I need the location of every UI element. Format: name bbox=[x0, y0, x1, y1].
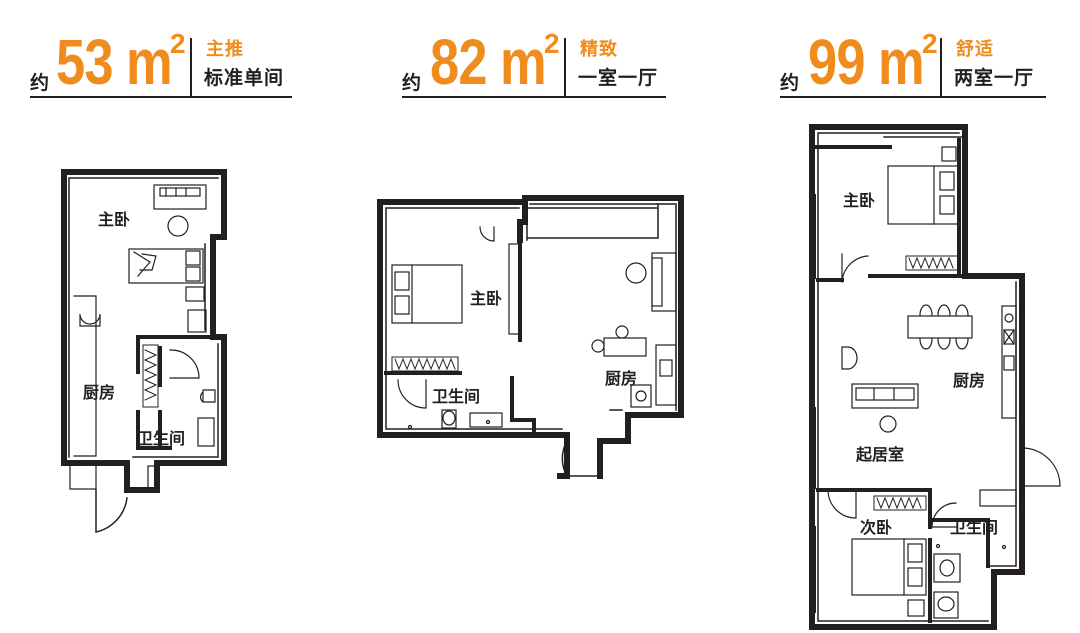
area-unit: m bbox=[126, 26, 173, 98]
unit-description: 一室一厅 bbox=[578, 67, 659, 89]
unit-tag: 精致 bbox=[580, 39, 618, 60]
coffee-table bbox=[879, 415, 897, 433]
area-number: 82 bbox=[430, 26, 488, 98]
hanging-rack bbox=[905, 255, 959, 271]
header-underline bbox=[30, 96, 292, 98]
hanging-rack-2 bbox=[873, 495, 927, 511]
inner-wall-line bbox=[817, 132, 1017, 622]
unit-tag: 舒适 bbox=[956, 39, 994, 60]
room-label-bedroom: 主卧 bbox=[470, 289, 502, 308]
shoe-cabinet bbox=[979, 489, 1017, 507]
washer bbox=[69, 462, 97, 490]
toilet bbox=[200, 389, 216, 403]
bath-fixtures bbox=[407, 409, 503, 430]
header-underline bbox=[402, 96, 666, 98]
sofa bbox=[153, 184, 207, 210]
sofa bbox=[851, 383, 919, 409]
floorplan-99 bbox=[809, 124, 1061, 630]
bath-door bbox=[397, 379, 427, 409]
entry-door bbox=[561, 439, 601, 478]
bedroom-door bbox=[479, 226, 495, 242]
unit-header-99: 约 99 m 2 舒适 两室一厅 bbox=[780, 18, 1050, 103]
window bbox=[526, 203, 659, 241]
area-number: 99 bbox=[808, 26, 866, 98]
inner-wall-line bbox=[68, 177, 219, 458]
bedroom2-door bbox=[827, 489, 857, 519]
area-unit: m bbox=[878, 26, 925, 98]
room-label-kitchen: 厨房 bbox=[605, 369, 637, 388]
nightstand-2 bbox=[907, 599, 925, 617]
hanging-rack bbox=[142, 344, 159, 408]
unit-description: 两室一厅 bbox=[954, 67, 1035, 89]
partition-wall bbox=[810, 128, 990, 623]
unit-tag: 主推 bbox=[206, 39, 244, 60]
wardrobe bbox=[187, 309, 207, 333]
bath-door bbox=[931, 502, 957, 528]
coffee-table bbox=[625, 262, 647, 284]
kitchen-counter bbox=[73, 295, 101, 457]
outer-wall bbox=[809, 124, 1025, 630]
room-label-bath: 卫生间 bbox=[950, 518, 998, 537]
bedroom-door bbox=[841, 253, 869, 283]
room-label-kitchen: 厨房 bbox=[953, 371, 985, 390]
kitchen-counter bbox=[630, 344, 677, 408]
sofa bbox=[651, 252, 677, 312]
room-label-bedroom: 主卧 bbox=[98, 210, 130, 229]
bath-door bbox=[169, 349, 200, 379]
double-bed bbox=[391, 264, 463, 324]
approx-label: 约 bbox=[402, 72, 422, 94]
divider bbox=[940, 38, 942, 96]
chair bbox=[841, 346, 858, 370]
balcony-door bbox=[1021, 447, 1061, 487]
storage-cabinet bbox=[147, 465, 157, 489]
partition-wall bbox=[384, 238, 536, 432]
dining-table bbox=[591, 325, 647, 357]
floorplan-82 bbox=[377, 195, 684, 479]
room-label-kitchen: 厨房 bbox=[83, 383, 115, 402]
divider bbox=[564, 38, 566, 96]
area-exponent: 2 bbox=[170, 28, 186, 59]
partition-wall bbox=[136, 335, 215, 450]
wardrobe bbox=[508, 243, 520, 335]
nightstand bbox=[941, 146, 957, 162]
area-unit: m bbox=[500, 26, 547, 98]
approx-label: 约 bbox=[30, 72, 50, 94]
room-label-bath: 卫生间 bbox=[432, 387, 480, 406]
area-exponent: 2 bbox=[544, 28, 560, 59]
bath-fixtures bbox=[933, 543, 1007, 619]
room-label-living: 起居室 bbox=[855, 445, 904, 464]
double-bed-2 bbox=[851, 538, 927, 596]
approx-label: 约 bbox=[780, 72, 800, 94]
nightstand bbox=[185, 286, 205, 302]
room-label-bedroom: 主卧 bbox=[843, 191, 875, 210]
unit-header-82: 约 82 m 2 精致 一室一厅 bbox=[402, 18, 672, 103]
room-label-bedroom2: 次卧 bbox=[860, 518, 892, 537]
outer-wall bbox=[377, 195, 684, 479]
round-table bbox=[167, 215, 189, 237]
entry-door bbox=[95, 489, 128, 533]
double-bed bbox=[887, 165, 959, 225]
unit-description: 标准单间 bbox=[204, 67, 285, 89]
area-number: 53 bbox=[56, 26, 114, 98]
shower bbox=[197, 417, 215, 447]
area-exponent: 2 bbox=[922, 28, 938, 59]
outer-wall bbox=[61, 169, 227, 493]
dining-table bbox=[907, 304, 973, 350]
room-label-bath: 卫生间 bbox=[137, 429, 185, 448]
floorplan-53 bbox=[61, 169, 227, 533]
unit-header-53: 约 53 m 2 主推 标准单间 bbox=[30, 18, 300, 103]
header-underline bbox=[780, 96, 1046, 98]
double-bed bbox=[128, 248, 204, 284]
divider bbox=[190, 38, 192, 96]
hanging-rack bbox=[391, 356, 459, 372]
kitchen-counter bbox=[1001, 305, 1017, 419]
